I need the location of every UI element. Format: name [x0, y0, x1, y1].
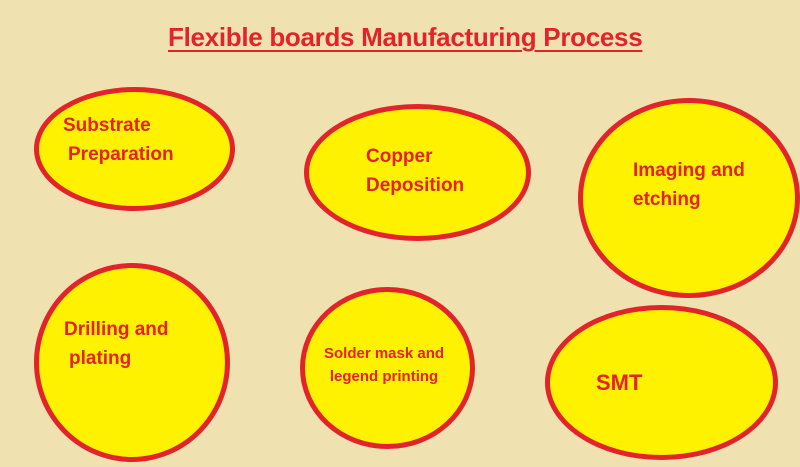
step-node-drilling-plating — [34, 263, 230, 462]
step-label-substrate-preparation: Substrate Preparation — [63, 111, 174, 169]
diagram-title: Flexible boards Manufacturing Process — [168, 22, 643, 52]
step-label-drilling-plating: Drilling and plating — [64, 315, 169, 373]
step-label-line2: etching — [633, 189, 701, 210]
step-label-line1: Imaging and — [633, 160, 745, 181]
step-label-line1: Substrate — [63, 115, 151, 136]
step-node-smt — [545, 305, 778, 460]
step-label-imaging-etching: Imaging and etching — [633, 156, 745, 214]
step-node-imaging-etching — [578, 98, 800, 298]
step-label-line1: SMT — [596, 370, 643, 395]
step-label-solder-mask-legend: Solder mask and legend printing — [324, 342, 444, 388]
step-label-line1: Drilling and — [64, 319, 169, 340]
step-node-solder-mask-legend — [300, 287, 475, 449]
step-label-smt: SMT — [596, 368, 642, 397]
step-node-copper-deposition — [304, 104, 531, 241]
step-label-line1: Copper — [366, 146, 433, 167]
step-label-copper-deposition: Copper Deposition — [366, 142, 464, 200]
step-label-line2: legend printing — [329, 368, 439, 385]
step-label-line2: Deposition — [366, 175, 465, 196]
step-label-line2: Preparation — [68, 144, 174, 165]
step-label-line1: Solder mask and — [324, 345, 445, 362]
step-node-substrate-preparation — [34, 87, 235, 211]
step-label-line2: plating — [69, 348, 132, 369]
